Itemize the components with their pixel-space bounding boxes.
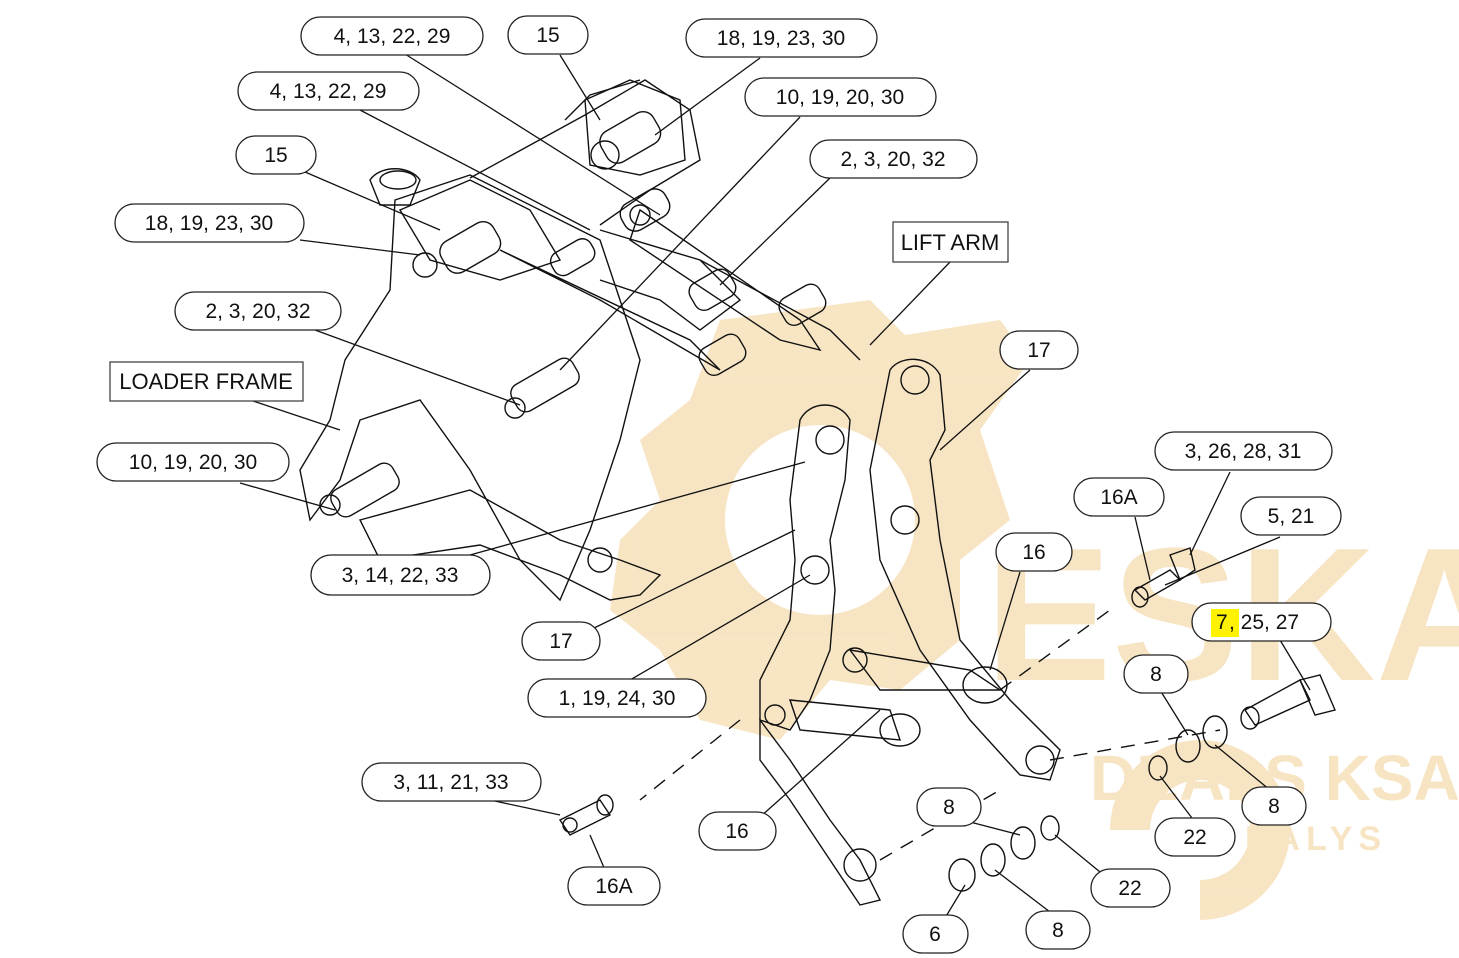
leader-lines (239, 53, 1311, 919)
callout-c3: 18, 19, 23, 30 (685, 18, 878, 58)
callout-c18-label: 17 (549, 630, 572, 653)
callout-c22: 8 (916, 787, 982, 827)
box-loader-frame: LOADER FRAME (109, 361, 304, 402)
callout-c21-label: 3, 11, 21, 33 (393, 771, 508, 794)
box-loader-frame-label: LOADER FRAME (119, 369, 293, 394)
callout-c11: 10, 19, 20, 30 (96, 442, 290, 482)
callout-c28-label: 6 (929, 923, 941, 946)
callout-c24: 22 (1154, 817, 1236, 857)
callout-c4-label: 4, 13, 22, 29 (270, 80, 387, 103)
callout-c6-label: 15 (264, 144, 287, 167)
box-lift-arm-label: LIFT ARM (901, 230, 1000, 255)
callout-c17: 7 , 25, 27 (1191, 602, 1332, 642)
exploded-parts (558, 547, 1336, 892)
callout-c28: 6 (902, 914, 969, 954)
callout-c17-label: 7 (1216, 611, 1228, 634)
callout-c5-label: 10, 19, 20, 30 (776, 86, 904, 109)
callout-c1: 4, 13, 22, 29 (300, 16, 484, 56)
callout-c23: 8 (1241, 786, 1307, 826)
callout-c23-label: 8 (1268, 795, 1280, 818)
lift-arm-drawing (639, 358, 1221, 906)
callout-c12-label: 3, 26, 28, 31 (1185, 440, 1302, 463)
watermark-sub2: DALYS (1245, 820, 1387, 858)
callout-c15-label: 16 (1022, 541, 1045, 564)
callout-c19: 8 (1123, 654, 1189, 694)
callout-c27-label: 16A (595, 875, 632, 898)
callout-c9-label: 2, 3, 20, 32 (205, 300, 310, 323)
callout-c16-label: 3, 14, 22, 33 (342, 564, 459, 587)
callout-c4: 4, 13, 22, 29 (237, 71, 420, 111)
callout-c8: 18, 19, 23, 30 (114, 203, 305, 243)
callout-c14-label: 5, 21 (1268, 505, 1315, 528)
callout-c18: 17 (521, 621, 601, 661)
callout-c29: 8 (1025, 910, 1091, 950)
callout-c10: 17 (999, 330, 1079, 370)
callout-c8-label: 18, 19, 23, 30 (145, 212, 273, 235)
callout-c1-label: 4, 13, 22, 29 (334, 25, 451, 48)
callout-c11-label: 10, 19, 20, 30 (129, 451, 257, 474)
callout-c3-label: 18, 19, 23, 30 (717, 27, 845, 50)
callout-c22-label: 8 (943, 796, 955, 819)
callout-c13-label: 16A (1100, 486, 1137, 509)
callout-c2-label: 15 (536, 24, 559, 47)
highlight-mark (1211, 609, 1239, 637)
callout-c14: 5, 21 (1240, 496, 1342, 536)
callout-c26: 22 (1090, 868, 1171, 908)
callout-c24-label: 22 (1183, 826, 1206, 849)
callout-c5: 10, 19, 20, 30 (744, 77, 937, 117)
callout-c19-label: 8 (1150, 663, 1162, 686)
callout-c25: 16 (698, 811, 777, 851)
callout-c7: 2, 3, 20, 32 (809, 139, 978, 179)
callout-c10-label: 17 (1027, 339, 1050, 362)
callout-c26-label: 22 (1118, 877, 1141, 900)
callout-c29-label: 8 (1052, 919, 1064, 942)
callout-c15: 16 (995, 532, 1073, 572)
box-lift-arm: LIFT ARM (892, 221, 1009, 263)
callout-c21: 3, 11, 21, 33 (361, 762, 542, 802)
callout-c9: 2, 3, 20, 32 (174, 291, 342, 331)
callout-c25-label: 16 (725, 820, 748, 843)
callout-c20-label: 1, 19, 24, 30 (559, 687, 676, 710)
callout-c6: 15 (235, 135, 317, 175)
callout-c7-label: 2, 3, 20, 32 (840, 148, 945, 171)
callout-c27: 16A (567, 866, 661, 906)
callout-c17b-label: , 25, 27 (1229, 611, 1299, 634)
callout-c20: 1, 19, 24, 30 (527, 678, 707, 718)
callout-c12: 3, 26, 28, 31 (1154, 431, 1333, 471)
callout-c16: 3, 14, 22, 33 (310, 554, 491, 596)
callout-c13: 16A (1073, 477, 1165, 517)
callout-c2: 15 (507, 15, 589, 55)
